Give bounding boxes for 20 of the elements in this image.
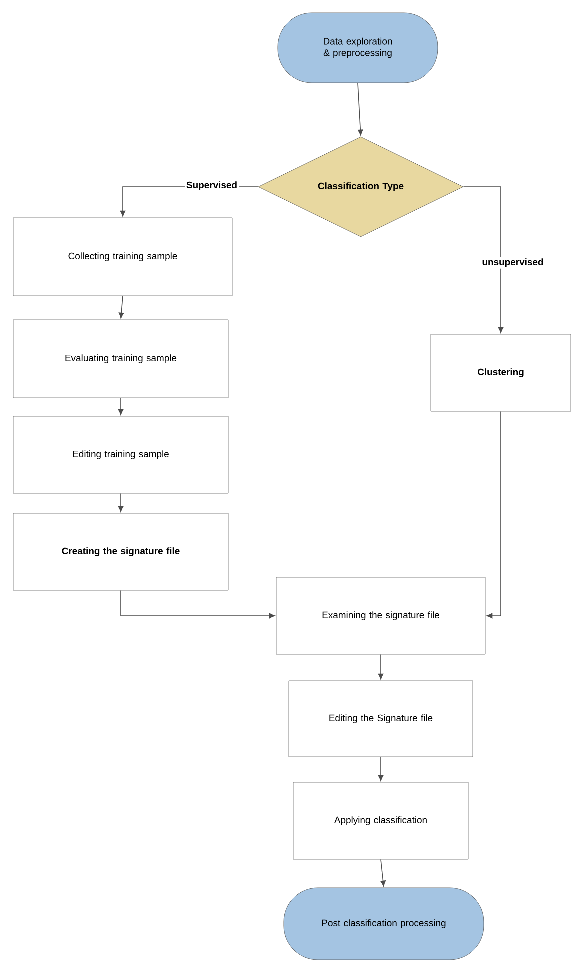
arrow (378, 654, 384, 680)
process-box: Creating the signature file (13, 513, 229, 591)
arrow (380, 859, 386, 887)
arrow (463, 186, 504, 334)
process-box: Collecting training sample (13, 218, 233, 296)
arrow (118, 296, 124, 319)
process-box: Evaluating training sample (13, 320, 229, 398)
arrow (118, 398, 124, 416)
arrow (118, 493, 124, 512)
process-box: Editing the Signature file (288, 680, 474, 758)
arrow (486, 411, 502, 619)
edge-label: unsupervised (480, 257, 546, 269)
process-box: Editing training sample (13, 416, 229, 494)
arrow (120, 590, 276, 619)
process-box: Applying classification (293, 782, 469, 860)
process-box: Examining the signature file (276, 577, 486, 655)
process-box: Clustering (430, 334, 572, 412)
arrow (358, 82, 364, 136)
arrow (378, 756, 384, 782)
edge-label: Supervised (185, 180, 239, 192)
